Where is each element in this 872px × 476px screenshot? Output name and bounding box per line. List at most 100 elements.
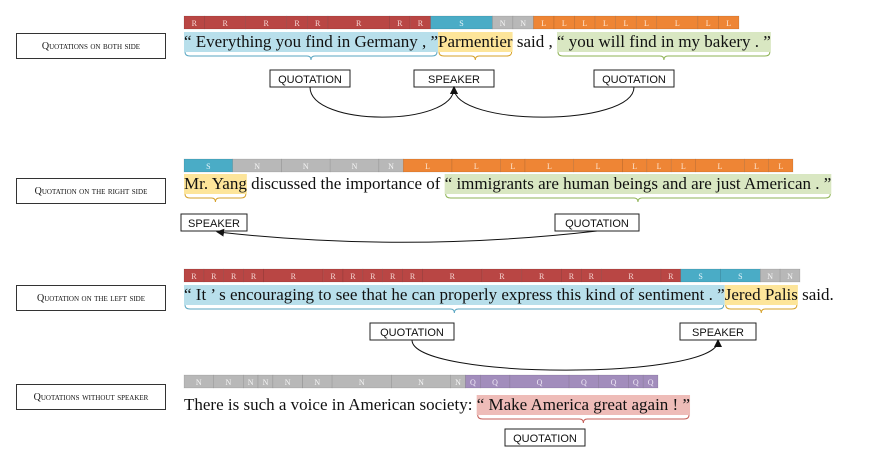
plain-text: said , <box>513 32 557 51</box>
tag-letter: R <box>192 19 198 28</box>
highlight-box <box>444 174 832 194</box>
tag-letter: L <box>644 19 649 28</box>
tag-letter: R <box>222 19 228 28</box>
tag-letter: Q <box>648 378 654 387</box>
tag-letter: R <box>628 272 634 281</box>
tag-cell-l <box>718 15 740 30</box>
sentence-text: Mr. Yang discussed the importance of “ i… <box>184 174 831 193</box>
role-box-label: QUOTATION <box>602 74 666 86</box>
tag-cell-r <box>389 15 411 30</box>
tag-letter: L <box>582 19 587 28</box>
tag-letter: L <box>562 19 567 28</box>
tag-letter: L <box>657 162 662 171</box>
brace-mark <box>477 414 690 424</box>
tag-letter: N <box>767 272 773 281</box>
highlight-green: “ immigrants are human beings and are ju… <box>445 174 832 193</box>
tag-letter: N <box>418 378 424 387</box>
highlight-box <box>184 174 247 194</box>
role-box <box>180 213 248 232</box>
tag-letter: R <box>211 272 217 281</box>
role-box-label: SPEAKER <box>692 327 744 339</box>
row-label-right-side: Quotation on the right side <box>16 178 166 204</box>
tag-letter: R <box>390 272 396 281</box>
highlight-yellow: Mr. Yang <box>184 174 247 193</box>
tag-letter: Q <box>611 378 617 387</box>
tag-letter: S <box>206 162 210 171</box>
brace-mark <box>184 304 725 314</box>
tag-cell-l <box>656 15 699 30</box>
tag-letter: L <box>754 162 759 171</box>
tag-letter: R <box>350 272 356 281</box>
brace-mark <box>184 51 438 61</box>
role-box-label: QUOTATION <box>513 433 577 445</box>
tag-letter: N <box>787 272 793 281</box>
tag-letter: Q <box>581 378 587 387</box>
tag-letter: L <box>596 162 601 171</box>
speaker-link-arrow <box>216 228 598 243</box>
role-box-label: SPEAKER <box>188 218 240 230</box>
tag-letter: N <box>248 378 254 387</box>
tag-letter: L <box>425 162 430 171</box>
speaker-link-arrow <box>309 86 458 118</box>
tag-letter: L <box>717 162 722 171</box>
plain-text: There is such a voice in American societ… <box>184 395 477 414</box>
tag-letter: N <box>196 378 202 387</box>
highlight-blue: “ Everything you find in Germany , ” <box>184 32 438 51</box>
sentence-text: “ It ’ s encouraging to see that he can … <box>184 285 834 304</box>
tag-letter: Q <box>633 378 639 387</box>
tag-letter: R <box>499 272 505 281</box>
highlight-layer <box>184 32 771 52</box>
role-box-label: SPEAKER <box>428 74 480 86</box>
tag-letter: S <box>459 19 463 28</box>
tag-letter: R <box>251 272 257 281</box>
tag-cell-l <box>768 158 794 173</box>
tag-letter: R <box>410 272 416 281</box>
highlight-layer <box>184 285 798 305</box>
row-label-both-sides: Quotations on both side <box>16 33 166 59</box>
tag-cell-q <box>642 374 659 389</box>
tag-letter: R <box>569 272 575 281</box>
tag-letter: S <box>738 272 742 281</box>
tag-cell-n <box>779 268 801 283</box>
speaker-link-arrow <box>411 339 722 371</box>
tag-letter: L <box>706 19 711 28</box>
tag-letter: R <box>315 19 321 28</box>
tag-letter: L <box>623 19 628 28</box>
highlight-layer <box>184 174 832 194</box>
role-box <box>504 428 586 447</box>
tag-letter: R <box>356 19 362 28</box>
tag-letter: Q <box>492 378 498 387</box>
tag-letter: R <box>589 272 595 281</box>
tag-letter: R <box>291 272 297 281</box>
tag-letter: L <box>675 19 680 28</box>
tag-letter: R <box>191 272 197 281</box>
sentence-text: “ Everything you find in Germany , ”Parm… <box>184 32 771 51</box>
tag-letter: N <box>500 19 506 28</box>
tag-letter: N <box>455 378 461 387</box>
tag-letter: L <box>603 19 608 28</box>
tag-cell-l <box>594 15 616 30</box>
brace-mark <box>725 304 798 314</box>
tag-letter: R <box>294 19 300 28</box>
tag-letter: L <box>726 19 731 28</box>
tag-letter: R <box>231 272 237 281</box>
plain-text: said. <box>798 285 834 304</box>
tag-letter: L <box>778 162 783 171</box>
tag-letter: N <box>388 162 394 171</box>
highlight-box <box>556 32 771 52</box>
highlight-yellow: Parmentier <box>438 32 513 51</box>
tag-letter: N <box>359 378 365 387</box>
tag-letter: N <box>263 378 269 387</box>
highlight-red: “ Make America great again ! ” <box>477 395 690 414</box>
tag-letter: R <box>539 272 545 281</box>
tag-letter: R <box>418 19 424 28</box>
row-label-left-side: Quotation on the left side <box>16 285 166 311</box>
role-box-label: QUOTATION <box>380 327 444 339</box>
brace-mark <box>445 193 831 203</box>
tag-letter: N <box>226 378 232 387</box>
highlight-green: “ you will find in my bakery . ” <box>557 32 771 51</box>
tag-letter: Q <box>470 378 476 387</box>
brace-mark <box>184 193 247 203</box>
